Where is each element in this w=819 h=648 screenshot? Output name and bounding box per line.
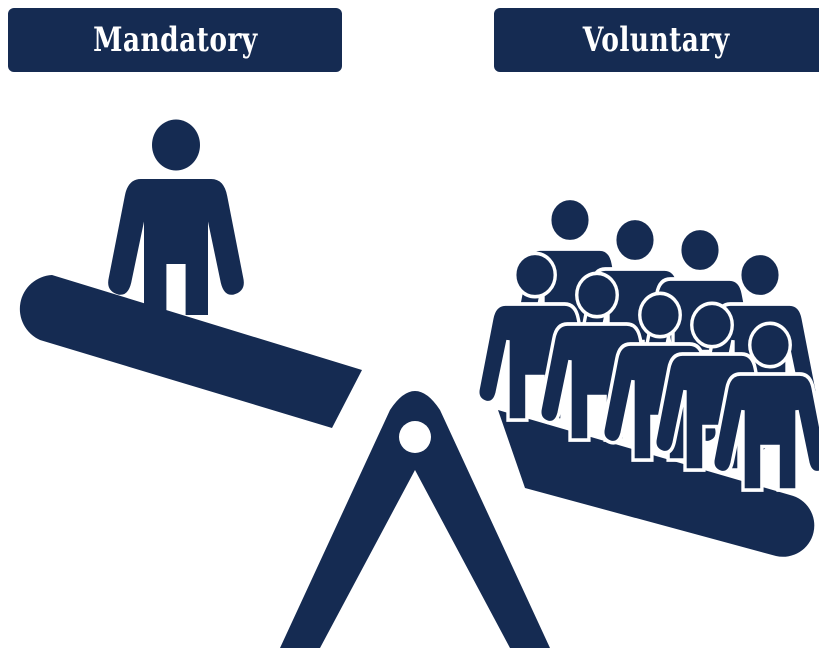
mandatory-label: Mandatory [92, 20, 258, 60]
right-plank [498, 410, 815, 557]
fulcrum-icon [280, 391, 550, 648]
voluntary-label: Voluntary [583, 20, 730, 60]
left-plank [19, 275, 363, 428]
mandatory-label-box: Mandatory [8, 8, 342, 72]
person-icon [108, 119, 244, 315]
voluntary-label-box: Voluntary [494, 8, 819, 72]
